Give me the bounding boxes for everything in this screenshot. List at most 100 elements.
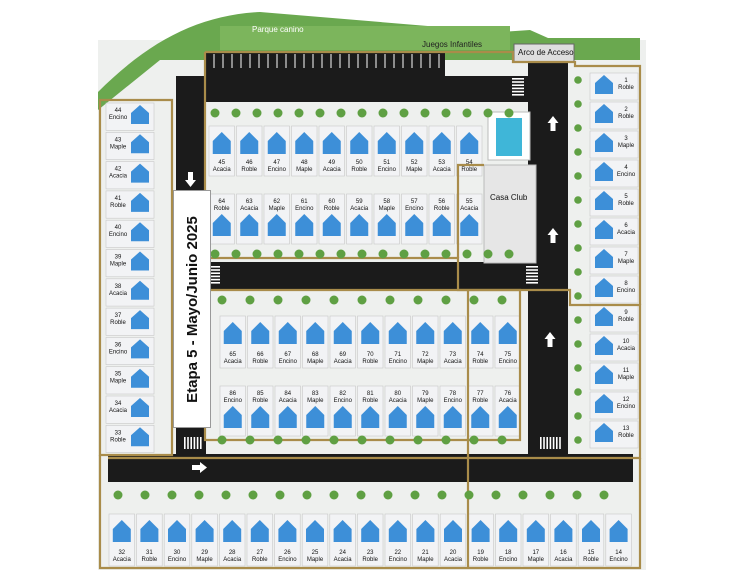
lot-plot bbox=[589, 246, 639, 275]
house-icon bbox=[361, 406, 380, 428]
boundary-bottom bbox=[98, 455, 642, 570]
lot-model: Encino bbox=[109, 115, 128, 121]
crosswalk-stripe bbox=[208, 272, 220, 274]
lot-model: Encino bbox=[109, 232, 128, 238]
house-icon bbox=[131, 368, 149, 388]
lot-model: Maple bbox=[618, 143, 635, 149]
lot-number: 34 bbox=[115, 401, 122, 407]
lot-number: 46 bbox=[246, 160, 253, 166]
tree-icon bbox=[497, 295, 507, 305]
lot-model: Maple bbox=[110, 144, 127, 150]
lot-number: 21 bbox=[422, 550, 429, 556]
boundary-club bbox=[456, 163, 484, 258]
crosswalks bbox=[184, 78, 561, 449]
house-icon bbox=[240, 132, 259, 154]
tree-icon bbox=[113, 490, 123, 500]
arrow-down-icon bbox=[185, 172, 196, 187]
lot-model: Roble bbox=[214, 206, 230, 212]
tree-icon bbox=[356, 490, 366, 500]
house-icon bbox=[278, 322, 297, 344]
lot-number: 2 bbox=[624, 107, 628, 113]
lot-model: Encino bbox=[405, 206, 424, 212]
lot-number: 85 bbox=[257, 391, 264, 397]
house-icon bbox=[306, 520, 324, 542]
house-icon bbox=[582, 520, 600, 542]
house-icon bbox=[443, 406, 462, 428]
lot-model: Roble bbox=[472, 398, 488, 404]
tree-icon bbox=[441, 295, 451, 305]
crosswalk-stripe bbox=[546, 437, 548, 449]
lot-number: 3 bbox=[624, 136, 628, 142]
tree-icon bbox=[302, 490, 312, 500]
boundary-center bbox=[108, 52, 642, 460]
tree-icon bbox=[574, 436, 582, 444]
tree-icon bbox=[248, 490, 258, 500]
lot-model: Acacia bbox=[617, 346, 636, 352]
crosswalk-stripe bbox=[526, 278, 538, 281]
lot-number: 24 bbox=[339, 550, 346, 556]
tree-icon bbox=[217, 295, 227, 305]
lot-number: 63 bbox=[246, 199, 253, 205]
tree-icon bbox=[357, 295, 367, 305]
lot-number: 38 bbox=[115, 284, 122, 290]
lot-number: 57 bbox=[411, 199, 418, 205]
lot-number: 7 bbox=[624, 252, 628, 258]
crosswalk-stripe bbox=[526, 269, 538, 271]
lot-number: 16 bbox=[560, 550, 567, 556]
house-icon bbox=[388, 520, 407, 542]
tree-icon bbox=[329, 295, 339, 305]
tree-icon bbox=[574, 100, 582, 108]
crosswalk-stripe bbox=[190, 437, 192, 449]
house-icon bbox=[595, 220, 613, 239]
tree-icon bbox=[574, 388, 582, 396]
lot-number: 61 bbox=[301, 199, 308, 205]
tree-icon bbox=[572, 490, 582, 500]
lot-number: 11 bbox=[623, 368, 630, 374]
tree-icon bbox=[231, 108, 241, 118]
tree-icon bbox=[252, 249, 262, 259]
lot-model: Roble bbox=[110, 320, 126, 326]
lot-model: Acacia bbox=[109, 291, 128, 297]
lot-model: Acacia bbox=[334, 557, 353, 563]
house-icon bbox=[405, 132, 424, 154]
middle-horizontal-road bbox=[205, 262, 530, 290]
lot-model: Roble bbox=[362, 398, 378, 404]
lot-model: Roble bbox=[110, 203, 126, 209]
tree-icon bbox=[574, 172, 582, 180]
tree-icon bbox=[336, 249, 346, 259]
tree-icon bbox=[462, 249, 472, 259]
house-icon bbox=[416, 322, 435, 344]
lot-number: 80 bbox=[394, 391, 401, 397]
tree-icon bbox=[167, 490, 177, 500]
house-icon bbox=[595, 104, 613, 123]
tree-icon bbox=[217, 435, 227, 445]
house-icon bbox=[168, 520, 186, 542]
tree-icon bbox=[385, 295, 395, 305]
house-icon bbox=[131, 192, 149, 212]
lot-number: 59 bbox=[356, 199, 363, 205]
lot-number: 30 bbox=[174, 550, 181, 556]
tree-icon bbox=[231, 249, 241, 259]
lot-number: 84 bbox=[284, 391, 291, 397]
house-icon bbox=[322, 132, 341, 154]
tree-icon bbox=[420, 108, 430, 118]
